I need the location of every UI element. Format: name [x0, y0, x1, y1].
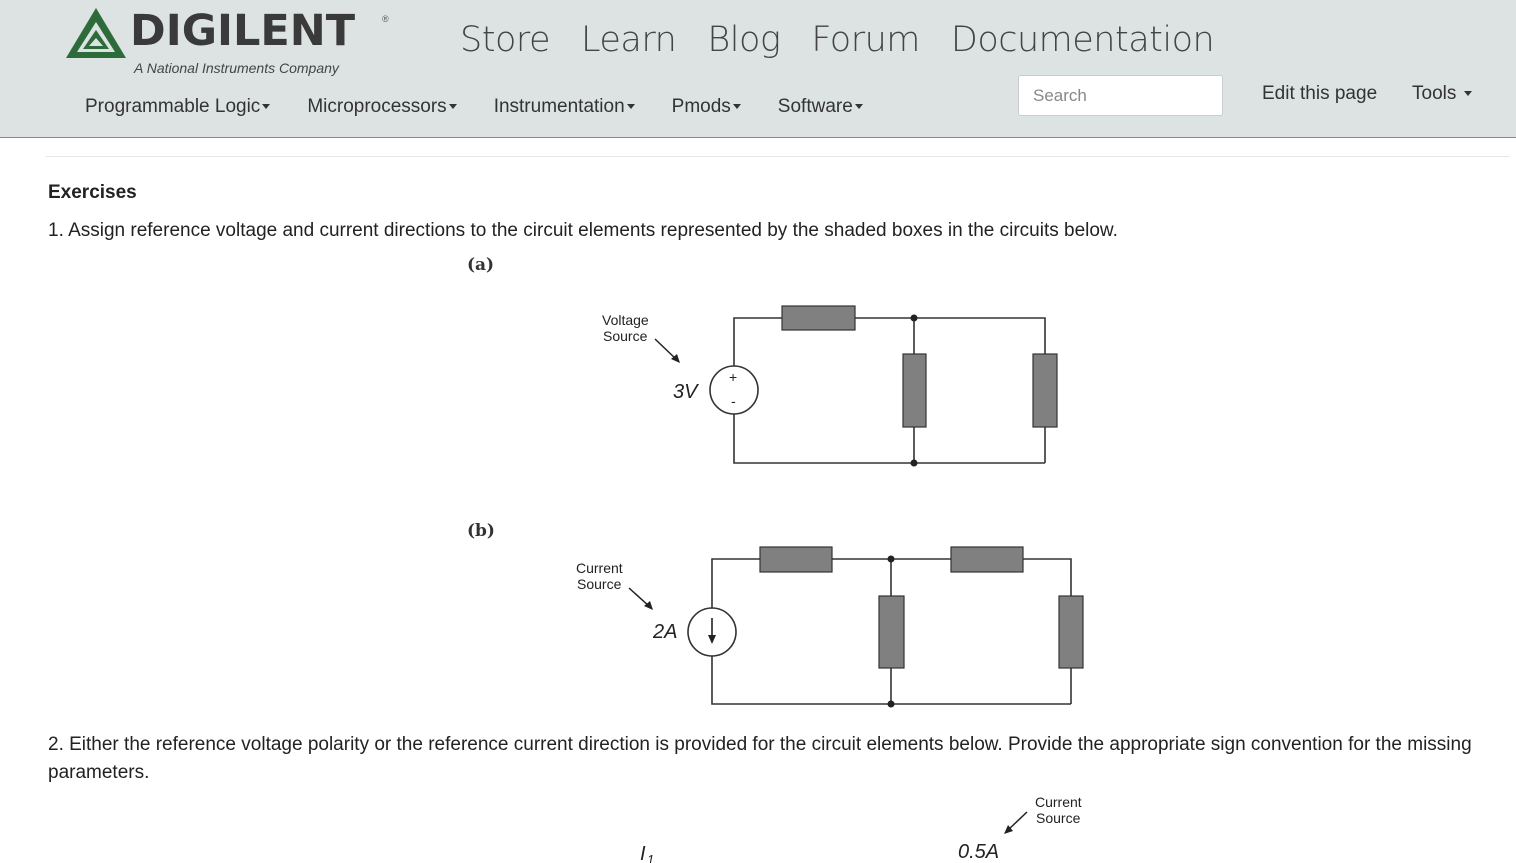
- figure-a-wires: [733, 317, 1046, 464]
- figure-b-pointer: [628, 587, 651, 608]
- circuit-element-box: [781, 305, 856, 331]
- circuit-element-box: [759, 546, 833, 573]
- tools-label: Tools: [1412, 83, 1457, 104]
- caret-down-icon: [732, 104, 741, 110]
- node-dot: [887, 555, 895, 563]
- caret-down-icon: [448, 104, 457, 110]
- figure-c-caption-1: Current: [1035, 794, 1082, 810]
- nav-documentation[interactable]: Documentation: [950, 20, 1215, 60]
- figure-c-source-value: 0.5A: [958, 841, 999, 863]
- figure-a-plus: +: [729, 369, 737, 385]
- circuit-element-box: [1058, 595, 1084, 669]
- node-dot: [910, 314, 918, 322]
- digilent-logo[interactable]: DIGILENT ® A National Instruments Compan…: [66, 6, 396, 78]
- figure-a-source-value: 3V: [673, 381, 699, 403]
- category-nav: Programmable Logic Microprocessors Instr…: [85, 96, 900, 118]
- menu-label: Software: [777, 96, 853, 117]
- question-1: 1. Assign reference voltage and current …: [48, 220, 1118, 241]
- menu-instrumentation[interactable]: Instrumentation: [494, 96, 635, 118]
- figure-c-pointer: [1007, 811, 1028, 831]
- menu-label: Instrumentation: [493, 96, 625, 117]
- caret-down-icon: [626, 104, 635, 110]
- site-header: DIGILENT ® A National Instruments Compan…: [0, 0, 1516, 138]
- edit-page-link[interactable]: Edit this page: [1262, 83, 1378, 104]
- tools-menu[interactable]: Tools: [1412, 83, 1472, 105]
- caret-down-icon: [1463, 91, 1472, 97]
- voltage-source-icon: [709, 365, 759, 415]
- nav-blog[interactable]: Blog: [707, 20, 781, 60]
- arrow-down-icon: [708, 635, 716, 644]
- menu-microprocessors[interactable]: Microprocessors: [307, 96, 457, 118]
- caret-down-icon: [854, 104, 863, 110]
- figure-a-caption-1: Voltage: [602, 312, 649, 328]
- figure-b-caption-1: Current: [576, 560, 623, 576]
- registered-mark: ®: [382, 14, 389, 24]
- figure-a-minus: -: [731, 393, 736, 409]
- section-heading: Exercises: [48, 182, 137, 203]
- arrowhead-icon: [1004, 825, 1013, 834]
- circuit-element-box: [950, 546, 1024, 573]
- search-input[interactable]: [1018, 75, 1223, 116]
- figure-c-current-label: I: [640, 843, 646, 863]
- nav-learn[interactable]: Learn: [581, 20, 677, 60]
- circuit-element-box: [902, 353, 927, 428]
- figure-b-caption-2: Source: [577, 576, 622, 592]
- menu-label: Programmable Logic: [85, 96, 261, 117]
- menu-software[interactable]: Software: [778, 96, 863, 118]
- nav-store[interactable]: Store: [460, 20, 551, 60]
- figure-b-source-value: 2A: [652, 621, 677, 643]
- nav-forum[interactable]: Forum: [811, 20, 920, 60]
- figure-c-current-sub: 1: [647, 852, 654, 863]
- figure-b-wires: [711, 558, 1072, 705]
- circuit-element-box: [1032, 353, 1058, 428]
- menu-label: Pmods: [671, 96, 731, 117]
- menu-programmable-logic[interactable]: Programmable Logic: [85, 96, 271, 118]
- caret-down-icon: [262, 104, 271, 110]
- figure-a-caption-2: Source: [603, 328, 648, 344]
- menu-pmods[interactable]: Pmods: [672, 96, 741, 118]
- top-nav: Store Learn Blog Forum Documentation: [460, 20, 1215, 60]
- arrowhead-icon: [644, 601, 653, 610]
- question-2: 2. Either the reference voltage polarity…: [48, 734, 1472, 783]
- figure-b-label: (b): [467, 521, 495, 541]
- figure-a-pointer: [654, 338, 678, 361]
- arrowhead-icon: [671, 354, 680, 363]
- figure-a-label: (a): [467, 255, 494, 275]
- brand-tagline: A National Instruments Company: [134, 60, 339, 76]
- triangle-logo-icon: [66, 8, 126, 58]
- node-dot: [887, 700, 895, 708]
- menu-label: Microprocessors: [307, 96, 447, 117]
- node-dot: [910, 459, 918, 467]
- brand-name: DIGILENT: [130, 6, 356, 56]
- current-source-icon: [687, 607, 737, 657]
- content-divider: [46, 156, 1510, 157]
- figure-c-caption-2: Source: [1036, 810, 1081, 826]
- circuit-element-box: [878, 595, 905, 669]
